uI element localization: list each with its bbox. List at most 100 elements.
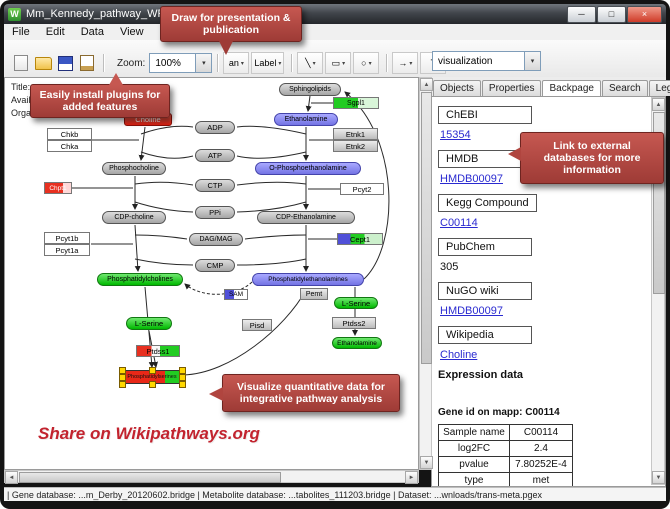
app-icon: W (8, 7, 21, 21)
node-ptdss1[interactable]: Ptdss1 (136, 345, 180, 357)
zoom-combobox[interactable]: 100% ▾ (149, 53, 213, 73)
maximize-button[interactable]: □ (597, 5, 626, 23)
node-phosphatidylethanolamines[interactable]: Phosphatidylethanolamines (252, 273, 364, 286)
node-sphingolipids[interactable]: Sphingolipids (279, 83, 341, 96)
save-button[interactable] (54, 53, 76, 73)
zoom-dropdown-icon[interactable]: ▾ (195, 54, 212, 72)
node-cdp-ethanolamine[interactable]: CDP-Ethanolamine (257, 211, 355, 224)
open-button[interactable] (32, 53, 54, 73)
tool-label-button[interactable]: Label▾ (251, 52, 285, 74)
node-l-serine[interactable]: L-Serine (334, 297, 378, 309)
selection-handle[interactable] (119, 381, 126, 388)
selection-handle[interactable] (179, 374, 186, 381)
link-hmdb00097[interactable]: HMDB00097 (440, 173, 503, 185)
node-sam[interactable]: SAM (224, 289, 248, 300)
tab-legend[interactable]: Legend (648, 80, 670, 96)
scroll-right-icon[interactable]: ► (405, 471, 418, 484)
node-ethanolamine[interactable]: Ethanolamine (332, 337, 382, 349)
node-pisd[interactable]: Pisd (242, 319, 272, 331)
table-cell: type (438, 472, 510, 486)
close-button[interactable]: × (627, 5, 662, 23)
tab-backpage[interactable]: Backpage (542, 80, 601, 97)
node-adp[interactable]: ADP (195, 121, 235, 134)
menu-view[interactable]: View (119, 26, 144, 38)
toolbar-separator (103, 54, 104, 72)
dropdown-arrow-icon[interactable]: ▾ (278, 60, 282, 67)
selection-handle[interactable] (149, 381, 156, 388)
callout-plugins: Easily install plugins for added feature… (30, 73, 170, 118)
link-hmdb00097[interactable]: HMDB00097 (440, 305, 503, 317)
menu-edit[interactable]: Edit (45, 26, 65, 38)
tool-item-button[interactable]: ╲▾ (297, 52, 324, 74)
node-ppi[interactable]: PPi (195, 206, 235, 219)
dropdown-arrow-icon[interactable]: ▾ (312, 60, 316, 67)
visualization-dropdown-icon[interactable]: ▾ (524, 52, 540, 70)
scroll-up-icon[interactable]: ▲ (420, 78, 433, 91)
node-pemt[interactable]: Pemt (300, 288, 328, 300)
backpage-header-pubchem: PubChem (438, 238, 532, 256)
node-etnk2[interactable]: Etnk2 (333, 140, 378, 152)
canvas-horizontal-scrollbar[interactable]: ◄ ► (4, 470, 419, 484)
new-file-button[interactable] (10, 53, 32, 73)
tool-item-button[interactable]: ▭▾ (325, 52, 352, 74)
node-phosphatidylcholines[interactable]: Phosphatidylcholines (97, 273, 183, 286)
node-chpt1[interactable]: Chpt1 (44, 182, 72, 194)
tool-item-button[interactable]: ○▾ (353, 52, 380, 74)
minimize-button[interactable]: ─ (567, 5, 596, 23)
scroll-down-icon[interactable]: ▼ (420, 456, 433, 469)
tab-objects[interactable]: Objects (433, 80, 481, 96)
dropdown-arrow-icon[interactable]: ▾ (368, 60, 372, 67)
dropdown-arrow-icon[interactable]: ▾ (240, 60, 244, 67)
menu-file[interactable]: File (12, 26, 30, 38)
link-c00114[interactable]: C00114 (440, 217, 478, 229)
node-dag-mag[interactable]: DAG/MAG (189, 233, 243, 246)
node-ethanolamine[interactable]: Ethanolamine (274, 113, 338, 126)
node-atp[interactable]: ATP (195, 149, 235, 162)
node-ctp[interactable]: CTP (195, 179, 235, 192)
menu-data[interactable]: Data (80, 26, 104, 38)
node-cdp-choline[interactable]: CDP-choline (102, 211, 166, 224)
link-choline[interactable]: Choline (440, 349, 478, 361)
node-o-phosphoethanolamine[interactable]: O-Phosphoethanolamine (255, 162, 361, 175)
scroll-down-icon[interactable]: ▼ (652, 471, 665, 484)
paste-button[interactable] (76, 53, 98, 73)
node-chka[interactable]: Chka (47, 140, 92, 152)
selection-handle[interactable] (119, 374, 126, 381)
statusbar: | Gene database: ...m_Derby_20120602.bri… (4, 487, 666, 501)
node-pcyt1a[interactable]: Pcyt1a (44, 244, 90, 256)
node-l-serine[interactable]: L-Serine (126, 317, 172, 330)
node-etnk1[interactable]: Etnk1 (333, 128, 378, 140)
node-pcyt1b[interactable]: Pcyt1b (44, 232, 90, 244)
dropdown-arrow-icon[interactable]: ▾ (409, 60, 413, 67)
callout-pointer (209, 387, 223, 401)
selection-handle[interactable] (149, 367, 156, 374)
selection-handle[interactable] (119, 367, 126, 374)
scroll-left-icon[interactable]: ◄ (5, 471, 18, 484)
node-sgpl1[interactable]: Sgpl1 (333, 97, 379, 109)
node-phosphocholine[interactable]: Phosphocholine (102, 162, 166, 175)
tool-an-button[interactable]: an▾ (223, 52, 250, 74)
tab-properties[interactable]: Properties (481, 80, 542, 96)
dropdown-arrow-icon[interactable]: ▾ (342, 60, 346, 67)
node-pcyt2[interactable]: Pcyt2 (340, 183, 384, 195)
node-chkb[interactable]: Chkb (47, 128, 92, 140)
node-cmp[interactable]: CMP (195, 259, 235, 272)
zoom-value: 100% (155, 57, 181, 69)
link-15354[interactable]: 15354 (440, 129, 471, 141)
vertical-scroll-thumb[interactable] (421, 92, 432, 364)
titlebar: W Mm_Kennedy_pathway_WP1771_45176.gp... … (4, 4, 666, 24)
selection-handle[interactable] (179, 367, 186, 374)
horizontal-scroll-thumb[interactable] (19, 472, 281, 483)
visualization-combobox[interactable]: visualization ▾ (432, 51, 541, 71)
menubar: FileEditDataViewPluginsHelp (4, 24, 666, 41)
tab-search[interactable]: Search (601, 80, 648, 96)
sidebar-scrollbar[interactable]: ▲ ▼ (651, 97, 665, 485)
node-cept1[interactable]: Cept1 (337, 233, 383, 245)
tool-item-button[interactable]: →▾ (392, 52, 419, 74)
scroll-up-icon[interactable]: ▲ (652, 98, 665, 111)
node-ptdss2[interactable]: Ptdss2 (332, 317, 376, 329)
canvas-vertical-scrollbar[interactable]: ▲ ▼ (419, 77, 433, 470)
selection-handle[interactable] (179, 381, 186, 388)
